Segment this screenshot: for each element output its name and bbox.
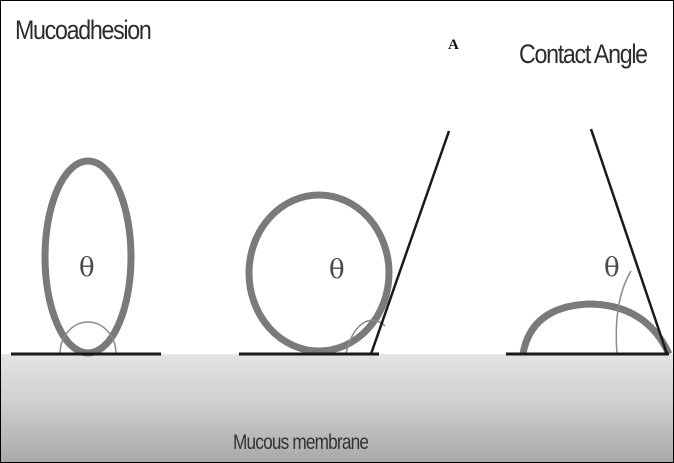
droplet-2-angle-arc (346, 320, 385, 354)
droplet-2-outline (249, 195, 389, 351)
tangent-line-3 (591, 129, 667, 354)
theta-label-3: θ (604, 253, 620, 283)
droplet-low-angle: θ (506, 129, 669, 354)
title-contact-angle: Contact Angle (519, 39, 647, 70)
droplet-medium-angle: θ (239, 131, 449, 354)
theta-label-1: θ (79, 253, 95, 283)
droplet-3-outline (523, 304, 669, 354)
membrane-label: Mucous membrane (233, 431, 368, 455)
panel-letter: A (448, 37, 459, 54)
droplet-high-angle: θ (11, 161, 161, 354)
theta-label-2: θ (329, 255, 345, 285)
title-mucoadhesion: Mucoadhesion (15, 15, 151, 46)
